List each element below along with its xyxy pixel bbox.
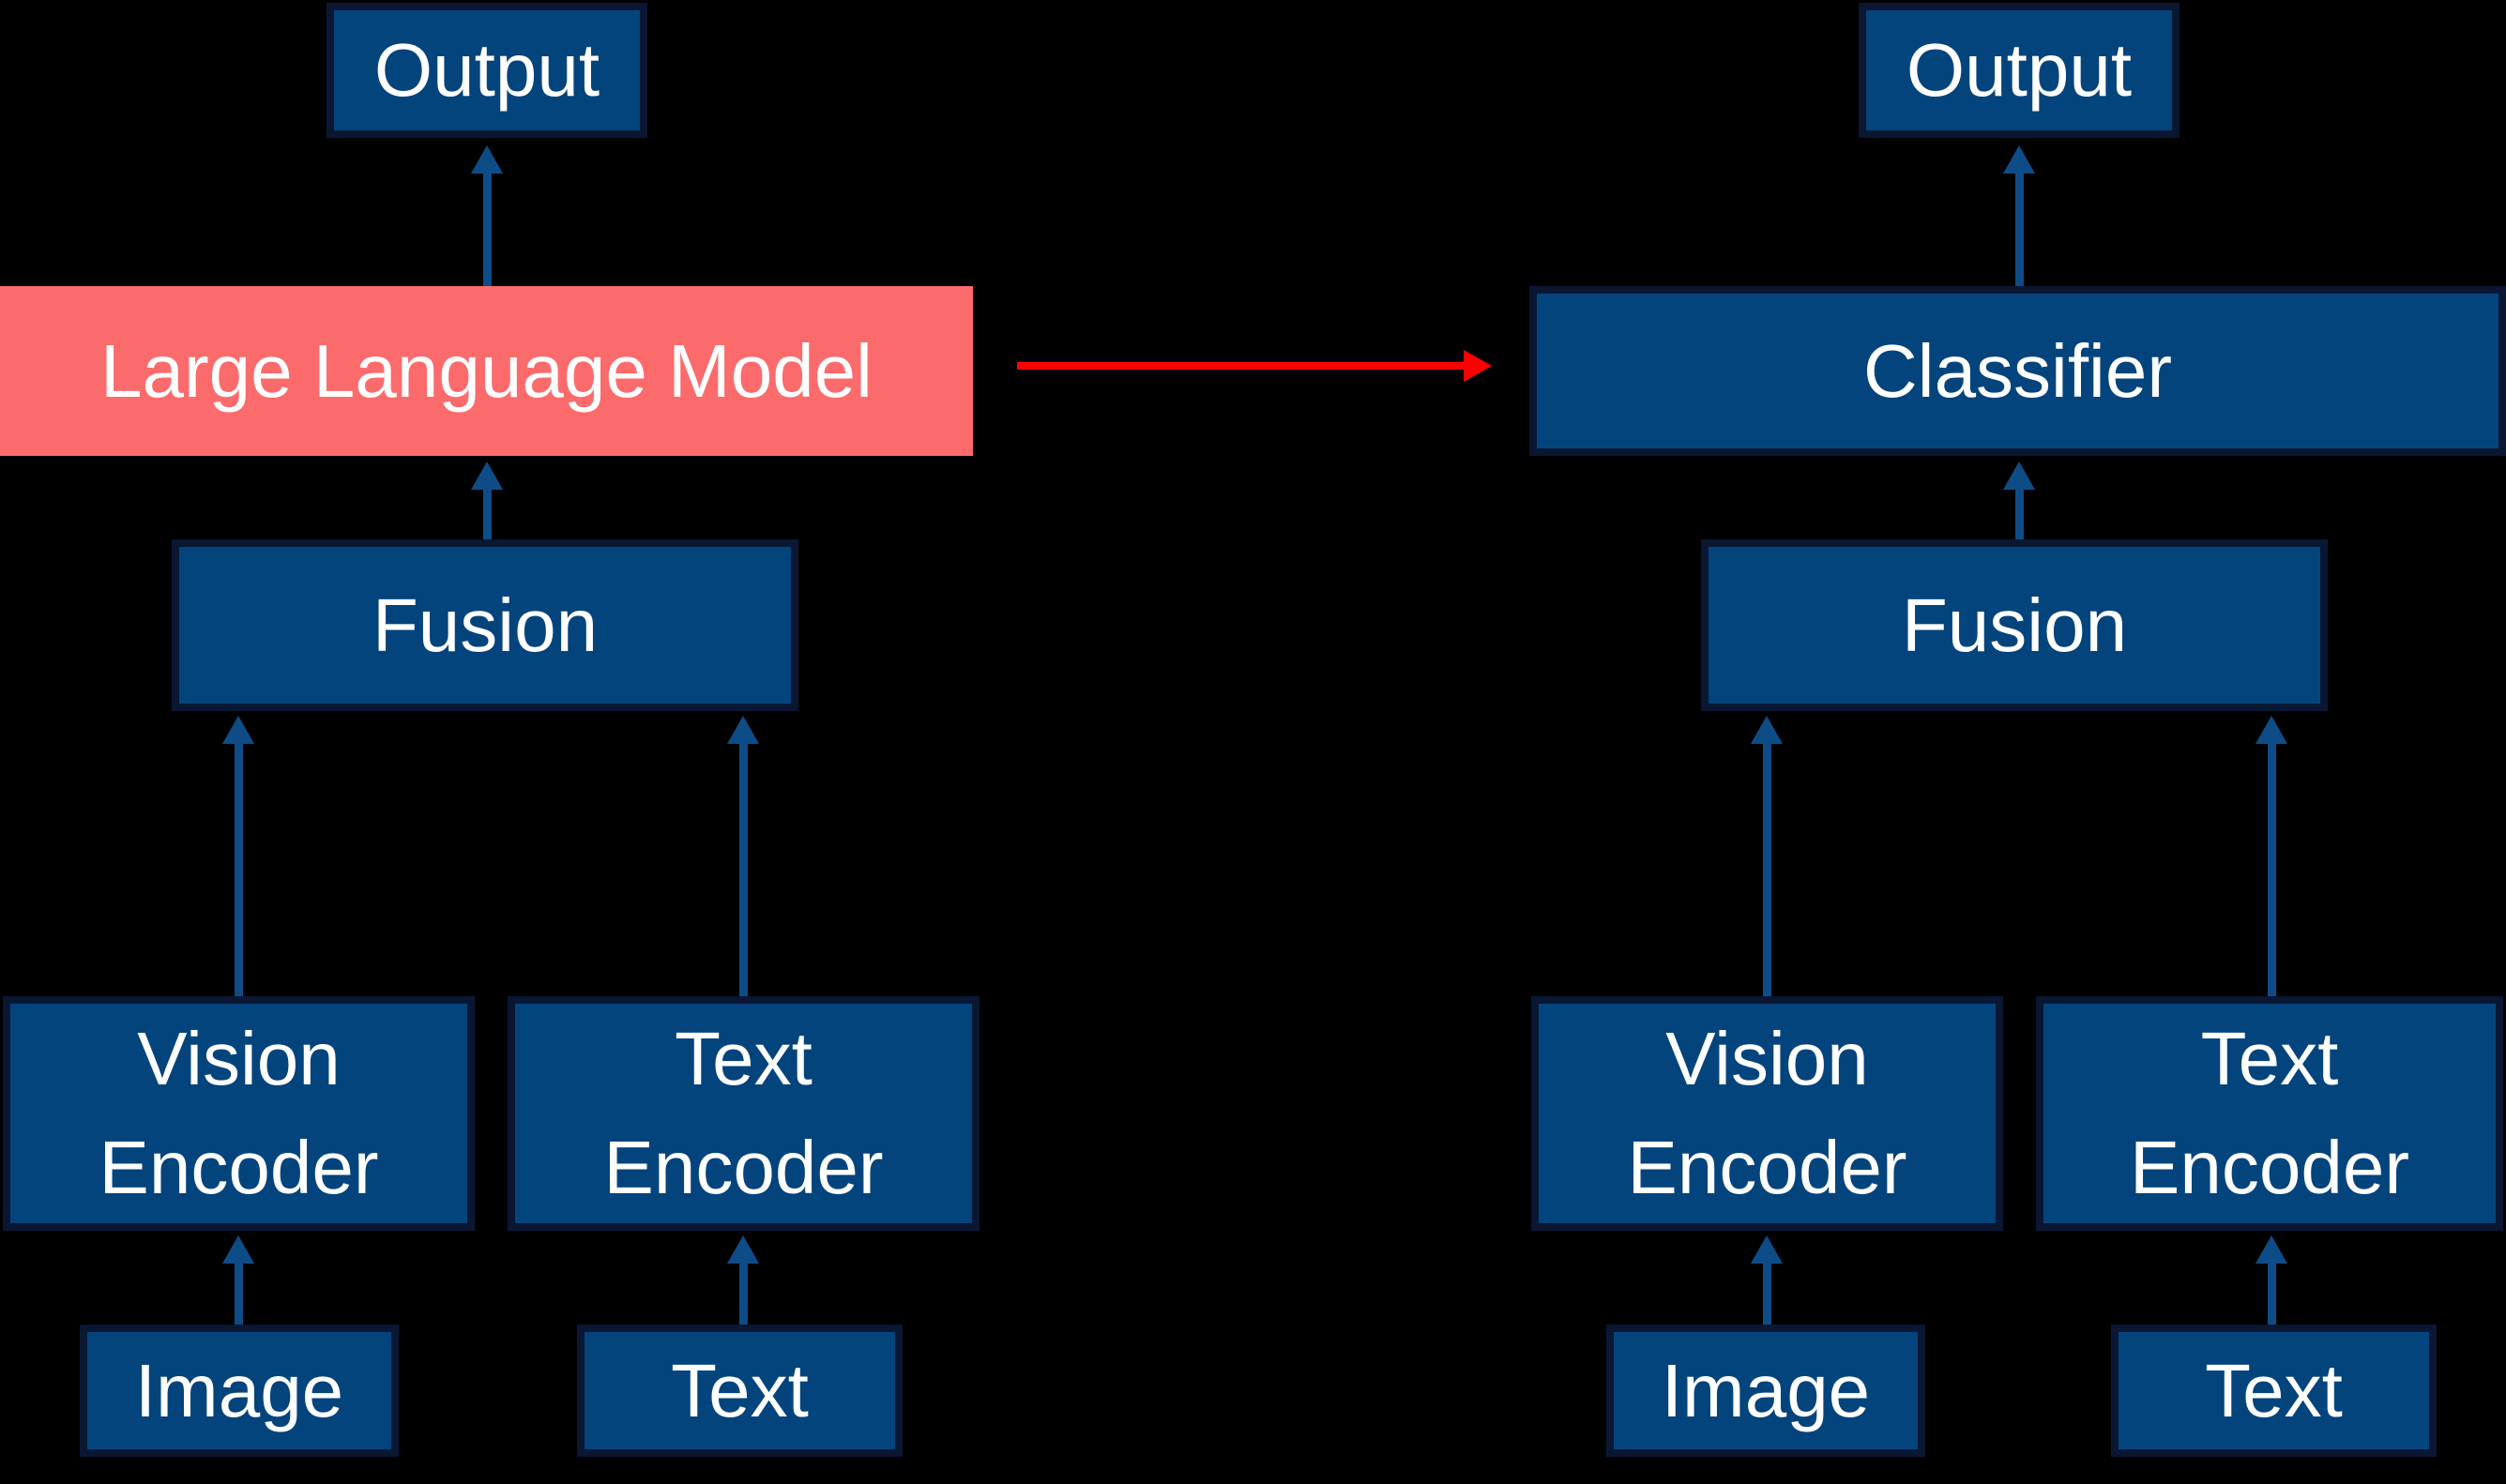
arrow-fusion-to-llm bbox=[471, 462, 503, 539]
arrow-text-to-text-encoder-left bbox=[727, 1235, 759, 1325]
arrow-vision-encoder-to-fusion-left bbox=[222, 716, 254, 996]
arrow-head-icon bbox=[727, 1235, 759, 1264]
arrow-head-icon bbox=[222, 1235, 254, 1264]
arrow-head-icon bbox=[2003, 462, 2035, 490]
arrow-llm-to-classifier bbox=[1017, 350, 1492, 382]
arrow-text-to-text-encoder-right bbox=[2255, 1235, 2287, 1325]
text-encoder-box-left: Text Encoder bbox=[508, 996, 980, 1231]
arrow-image-to-vision-encoder-right bbox=[1751, 1235, 1783, 1325]
arrow-head-icon bbox=[727, 716, 759, 744]
arrow-classifier-to-output bbox=[2003, 145, 2035, 286]
arrow-head-icon bbox=[471, 462, 503, 490]
arrow-text-encoder-to-fusion-left bbox=[727, 716, 759, 996]
arrow-image-to-vision-encoder-left bbox=[222, 1235, 254, 1325]
arrow-head-icon bbox=[1751, 1235, 1783, 1264]
arrow-head-icon bbox=[2255, 1235, 2287, 1264]
arrow-head-icon bbox=[471, 145, 503, 174]
arrow-head-icon bbox=[2255, 716, 2287, 744]
large-language-model-box: Large Language Model bbox=[0, 286, 973, 456]
image-input-box-left: Image bbox=[80, 1325, 399, 1457]
arrow-llm-to-output bbox=[471, 145, 503, 286]
arrow-text-encoder-to-fusion-right bbox=[2255, 716, 2287, 996]
vision-encoder-box-left: Vision Encoder bbox=[3, 996, 475, 1231]
fusion-box-left: Fusion bbox=[172, 539, 798, 711]
image-input-box-right: Image bbox=[1606, 1325, 1925, 1457]
output-box-right: Output bbox=[1859, 3, 2179, 138]
arrow-head-icon bbox=[222, 716, 254, 744]
text-input-box-left: Text bbox=[577, 1325, 903, 1457]
arrow-fusion-to-classifier bbox=[2003, 462, 2035, 539]
fusion-box-right: Fusion bbox=[1701, 539, 2328, 711]
arrow-head-icon bbox=[2003, 145, 2035, 174]
vision-encoder-box-right: Vision Encoder bbox=[1531, 996, 2003, 1231]
arrow-vision-encoder-to-fusion-right bbox=[1751, 716, 1783, 996]
text-encoder-box-right: Text Encoder bbox=[2036, 996, 2503, 1231]
arrow-head-icon bbox=[1751, 716, 1783, 744]
text-input-box-right: Text bbox=[2111, 1325, 2437, 1457]
output-box-left: Output bbox=[327, 3, 647, 138]
red-arrow-head-icon bbox=[1464, 350, 1492, 382]
classifier-box: Classifier bbox=[1529, 286, 2506, 456]
